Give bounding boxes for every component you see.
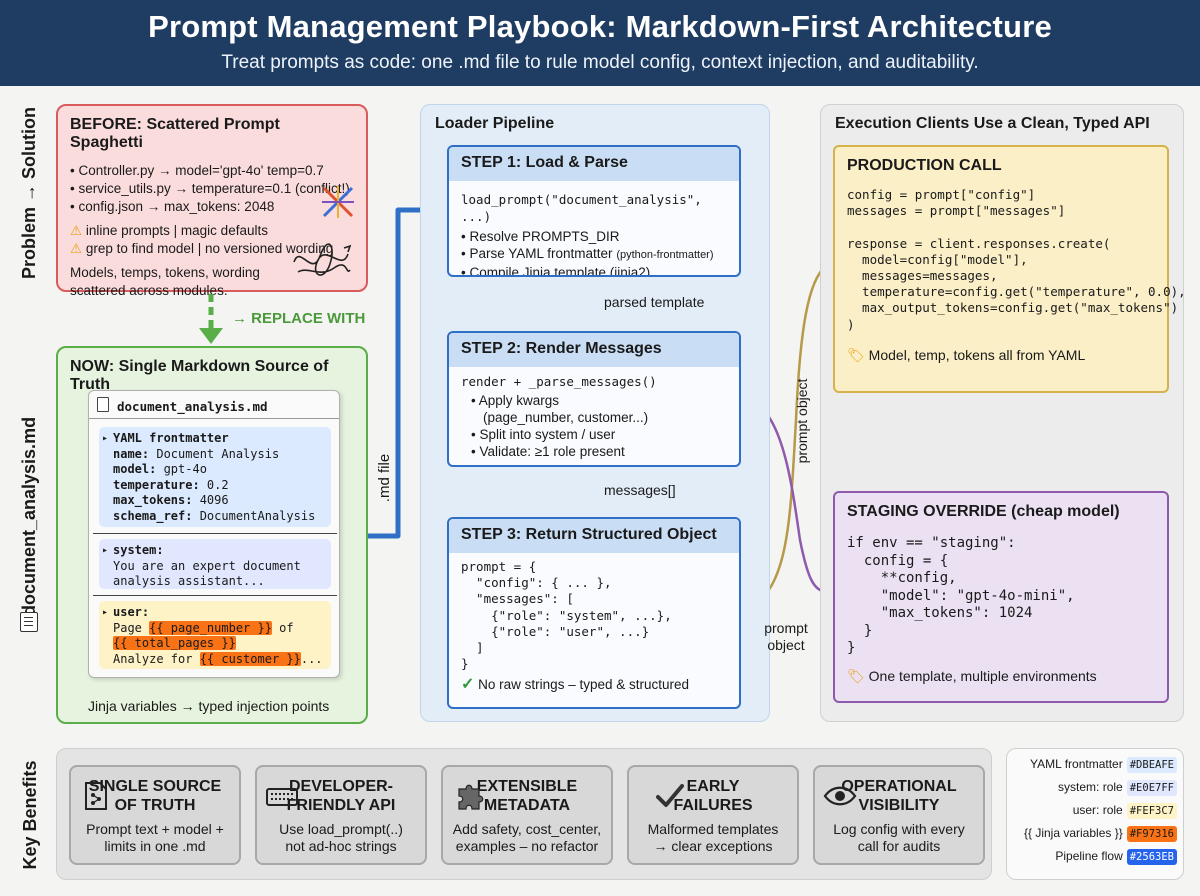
- before-line: • service_utils.py → temperature=0.1 (co…: [70, 181, 350, 196]
- caret-icon: ▸: [102, 433, 109, 444]
- yaml-line: name: Document Analysis: [113, 446, 280, 461]
- page-title: Prompt Management Playbook: Markdown-Fir…: [148, 9, 1052, 44]
- before-line: • config.json → max_tokens: 2048: [70, 199, 275, 214]
- page-subtitle: Treat prompts as code: one .md file to r…: [221, 52, 979, 73]
- tag-icon: 🏷: [847, 346, 865, 363]
- crossed-arrows-icon: [322, 186, 354, 218]
- jinja-variable: {{ total_pages }}: [113, 636, 236, 650]
- before-summary: Models, temps, tokens, wording scattered…: [70, 265, 260, 298]
- step-1-title: STEP 1: Load & Parse: [449, 147, 739, 181]
- production-call-card: PRODUCTION CALL config = prompt["config"…: [833, 145, 1186, 393]
- before-panel: BEFORE: Scattered Prompt Spaghetti • Con…: [56, 104, 368, 298]
- prompt-object-label-vertical: prompt object: [794, 378, 810, 464]
- exec-title: Execution Clients Use a Clean, Typed API: [835, 115, 1150, 132]
- user-role-section: ▸ user: Page {{ page_number }} of {{ tot…: [99, 601, 331, 669]
- caret-icon: ▸: [102, 607, 109, 618]
- now-panel: NOW: Single Markdown Source of Truth doc…: [56, 346, 368, 724]
- staging-override-card: STAGING OVERRIDE (cheap model) if env ==…: [833, 491, 1169, 703]
- warning-icon: ⚠: [70, 241, 83, 256]
- legend-item: {{ Jinja variables }}#F97316: [1013, 826, 1177, 849]
- keyboard-icon: [266, 788, 298, 806]
- legend-swatch: #DBEAFE: [1126, 757, 1177, 773]
- legend-item: Pipeline flow#2563EB: [1013, 849, 1177, 872]
- caret-icon: ▸: [102, 545, 109, 556]
- benefit-card: DEVELOPER-FRIENDLY API Use load_prompt(.…: [255, 765, 427, 865]
- production-code: config = prompt["config"] messages = pro…: [847, 187, 1186, 332]
- document-icon: [85, 782, 107, 810]
- step-2-render: STEP 2: Render Messages render + _parse_…: [447, 331, 741, 467]
- prompt-object-code: prompt = { "config": { ... }, "messages"…: [461, 559, 672, 672]
- warning-line: ⚠ inline prompts | magic defaults: [70, 223, 268, 238]
- yaml-line: temperature: 0.2: [113, 477, 229, 492]
- loader-pipeline-panel: Loader Pipeline STEP 1: Load & Parse loa…: [420, 104, 770, 722]
- header-banner: Prompt Management Playbook: Markdown-Fir…: [0, 0, 1200, 86]
- replace-label: → REPLACE WITH: [232, 310, 366, 327]
- eye-icon: [823, 786, 857, 806]
- tag-icon: 🏷: [847, 667, 865, 684]
- before-title: BEFORE: Scattered Prompt Spaghetti: [70, 116, 280, 151]
- step-3-return: STEP 3: Return Structured Object prompt …: [447, 517, 741, 709]
- now-title: NOW: Single Markdown Source of Truth: [70, 358, 329, 393]
- checkmark-icon: [656, 784, 684, 807]
- execution-clients-panel: Execution Clients Use a Clean, Typed API…: [820, 104, 1186, 722]
- replace-arrow: [199, 294, 223, 344]
- yaml-line: schema_ref: DocumentAnalysis: [113, 508, 316, 523]
- pipeline-title: Loader Pipeline: [435, 115, 555, 132]
- step-3-title: STEP 3: Return Structured Object: [449, 519, 739, 553]
- warning-icon: ⚠: [70, 223, 83, 238]
- legend-item: user: role#FEF3C7: [1013, 803, 1177, 826]
- tangled-scribble-icon: [293, 243, 352, 276]
- legend-swatch: #E0E7FF: [1126, 780, 1177, 796]
- legend-item: system: role#E0E7FF: [1013, 780, 1177, 803]
- document-icon: [97, 397, 109, 412]
- staging-code: if env == "staging": config = { **config…: [847, 535, 1075, 656]
- puzzle-icon: [458, 784, 484, 810]
- yaml-line: model: gpt-4o: [113, 462, 207, 476]
- checkmark-icon: ✓: [461, 676, 475, 694]
- md-file-label: .md file: [376, 453, 393, 503]
- legend-swatch: #FEF3C7: [1126, 803, 1177, 819]
- legend-swatch: #F97316: [1126, 826, 1177, 842]
- jinja-variable: {{ customer }}: [199, 651, 301, 666]
- jinja-variable: {{ page_number }}: [149, 620, 272, 635]
- step-1-load-parse: STEP 1: Load & Parse load_prompt("docume…: [447, 145, 741, 277]
- step-2-title: STEP 2: Render Messages: [449, 333, 739, 367]
- prompt-object-label: prompt object: [764, 620, 808, 653]
- now-caption: Jinja variables → typed injection points: [88, 698, 330, 714]
- file-outline-icon: [20, 612, 38, 632]
- color-legend: YAML frontmatter#DBEAFE system: role#E0E…: [1006, 748, 1184, 880]
- legend-item: YAML frontmatter#DBEAFE: [1013, 757, 1177, 780]
- file-name: document_analysis.md: [89, 391, 339, 419]
- before-line: • Controller.py → model='gpt-4o' temp=0.…: [70, 163, 324, 178]
- legend-swatch: #2563EB: [1126, 849, 1177, 865]
- arrow-label-messages: messages[]: [604, 482, 676, 498]
- warning-line: ⚠ grep to find model | no versioned word…: [70, 241, 334, 256]
- markdown-file-card: document_analysis.md ▸ YAML frontmatter …: [88, 390, 340, 678]
- arrow-label-parsed: parsed template: [604, 294, 705, 310]
- yaml-frontmatter-section: ▸ YAML frontmatter name: Document Analys…: [99, 427, 331, 527]
- system-role-section: ▸ system: You are an expert document ana…: [99, 539, 331, 589]
- yaml-line: max_tokens: 4096: [113, 493, 229, 507]
